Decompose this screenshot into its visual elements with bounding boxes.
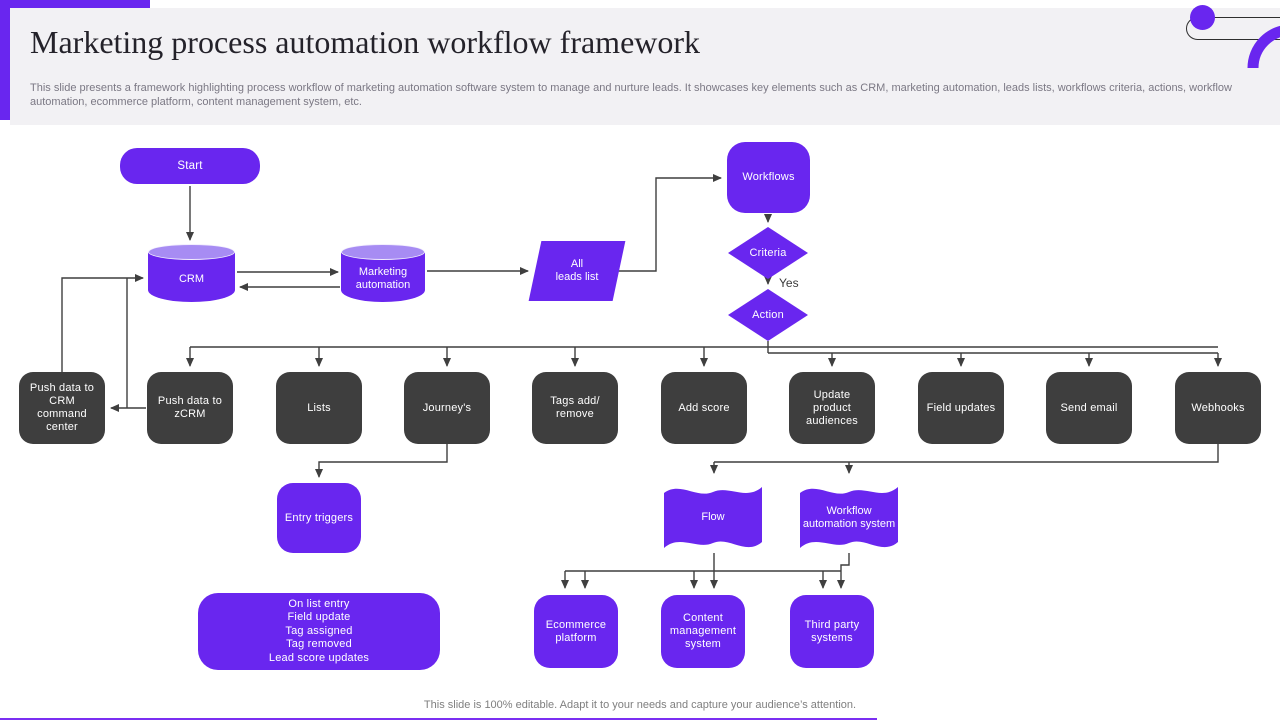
trigger-line: Field update: [287, 611, 351, 624]
cylinder-top-ellipse: [148, 244, 235, 260]
trigger-line: Lead score updates: [268, 651, 370, 664]
bottom-accent-line: [0, 718, 877, 720]
flow-node-ecommerce-platform: Ecommerce platform: [534, 595, 618, 668]
wave-shape: [664, 487, 762, 548]
action-box-push-data-crm-command-center: Push data to CRM command center: [19, 372, 105, 444]
all-leads-list-line2: leads list: [555, 271, 599, 283]
flow-node-crm-cylinder: CRM: [148, 244, 235, 302]
flow-node-third-party-systems: Third party systems: [790, 595, 874, 668]
cylinder-top-ellipse: [341, 244, 425, 260]
all-leads-list-line1: All: [570, 258, 584, 270]
flow-node-action-diamond: Action: [728, 289, 808, 341]
flow-node-criteria-diamond: Criteria: [728, 227, 808, 279]
action-box-webhooks: Webhooks: [1175, 372, 1261, 444]
action-box-field-updates: Field updates: [918, 372, 1004, 444]
flow-node-workflows: Workflows: [727, 142, 810, 213]
flow-node-start: Start: [120, 148, 260, 184]
action-box-lists: Lists: [276, 372, 362, 444]
flow-label: Flow: [701, 511, 725, 523]
action-box-tags-add-remove: Tags add/ remove: [532, 372, 618, 444]
footer-note: This slide is 100% editable. Adapt it to…: [423, 699, 857, 711]
page-title: Marketing process automation workflow fr…: [30, 24, 701, 60]
trigger-line: On list entry: [288, 597, 350, 610]
flow-node-flow-wave: Flow: [664, 479, 762, 556]
action-box-journeys: Journey's: [404, 372, 490, 444]
left-accent-bar: [0, 0, 10, 120]
flow-node-trigger-list: On list entry Field update Tag assigned …: [198, 593, 440, 670]
action-box-add-score: Add score: [661, 372, 747, 444]
action-box-push-data-zcrm: Push data to zCRM: [147, 372, 233, 444]
top-accent-bar: [0, 0, 150, 8]
marketing-automation-label: Marketing automation: [355, 266, 411, 291]
trigger-line: Tag removed: [286, 638, 352, 651]
flow-node-entry-triggers: Entry triggers: [277, 483, 361, 553]
wave-shape: [800, 487, 898, 548]
trigger-line: Tag assigned: [285, 624, 353, 637]
criteria-yes-label: Yes: [779, 276, 799, 290]
crm-label: CRM: [178, 272, 205, 285]
flow-node-workflow-automation-system-wave: Workflow automation system: [800, 479, 898, 556]
header-background: [10, 8, 1280, 125]
workflow-automation-system-label: Workflow automation system: [802, 504, 896, 530]
pill-outline-decoration: [1186, 17, 1280, 40]
flow-node-marketing-automation-cylinder: Marketing automation: [341, 244, 425, 302]
circle-decoration: [1190, 5, 1215, 30]
flow-node-content-management-system: Content management system: [661, 595, 745, 668]
action-box-update-product-audiences: Update product audiences: [789, 372, 875, 444]
slide-description: This slide presents a framework highligh…: [30, 82, 1232, 108]
action-box-send-email: Send email: [1046, 372, 1132, 444]
flow-node-all-leads-list: All leads list: [528, 241, 626, 301]
